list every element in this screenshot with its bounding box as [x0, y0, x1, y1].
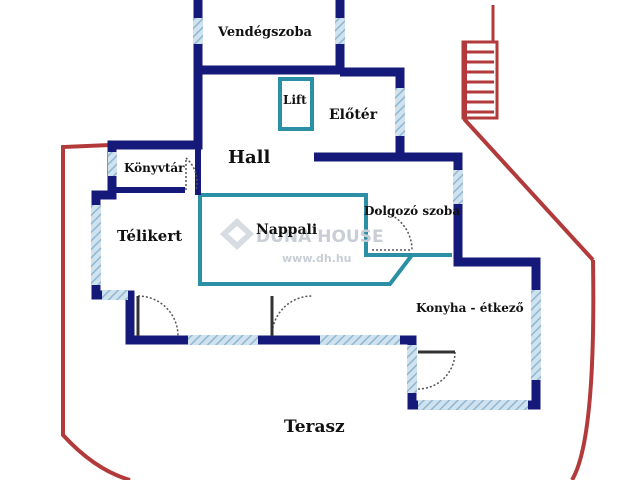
label-lift: Lift	[283, 93, 307, 107]
terrace-outline	[61, 42, 596, 480]
window-konyvtar	[108, 152, 117, 176]
door-konyha	[417, 351, 456, 390]
doors	[136, 157, 456, 390]
watermark-url: www.dh.hu	[282, 252, 352, 265]
window-telikert-left	[91, 205, 101, 285]
label-terasz: Terasz	[284, 417, 345, 437]
window-south-1	[188, 335, 258, 345]
room-labels: Vendégszoba Lift Előtér Hall Könyvtár Do…	[117, 25, 524, 437]
window-telikert-bottom	[102, 290, 128, 300]
door-telikert	[137, 295, 179, 337]
inner-walls	[198, 77, 452, 286]
label-hall: Hall	[228, 147, 271, 168]
window-vendeg-right	[335, 18, 345, 44]
label-vendegszoba: Vendégszoba	[217, 25, 313, 40]
watermark: DUNA HOUSE www.dh.hu	[220, 218, 384, 265]
label-nappali: Nappali	[256, 222, 317, 238]
staircase	[461, 5, 499, 120]
window-konyha-right	[531, 290, 541, 380]
window-south-2	[320, 335, 400, 345]
window-konyha-bottom	[418, 400, 528, 410]
window-eloter	[395, 88, 405, 136]
window-konyha-left	[407, 345, 417, 393]
label-dolgozo-szoba: Dolgozó szoba	[364, 204, 460, 218]
label-telikert: Télikert	[117, 227, 182, 245]
lift-shaft	[278, 77, 314, 131]
library-walls	[112, 145, 201, 195]
window-vendeg-left	[193, 18, 203, 44]
door-nappali	[271, 295, 313, 337]
label-konyvtar: Könyvtár	[124, 161, 185, 175]
windows	[91, 18, 541, 410]
house-logo-icon	[220, 218, 254, 250]
door-konyvtar	[185, 157, 198, 191]
watermark-brand: DUNA HOUSE	[256, 227, 384, 247]
label-eloter: Előtér	[329, 107, 378, 123]
window-dolgozo	[453, 170, 463, 204]
label-konyha-etkezo: Konyha - étkező	[416, 301, 524, 315]
